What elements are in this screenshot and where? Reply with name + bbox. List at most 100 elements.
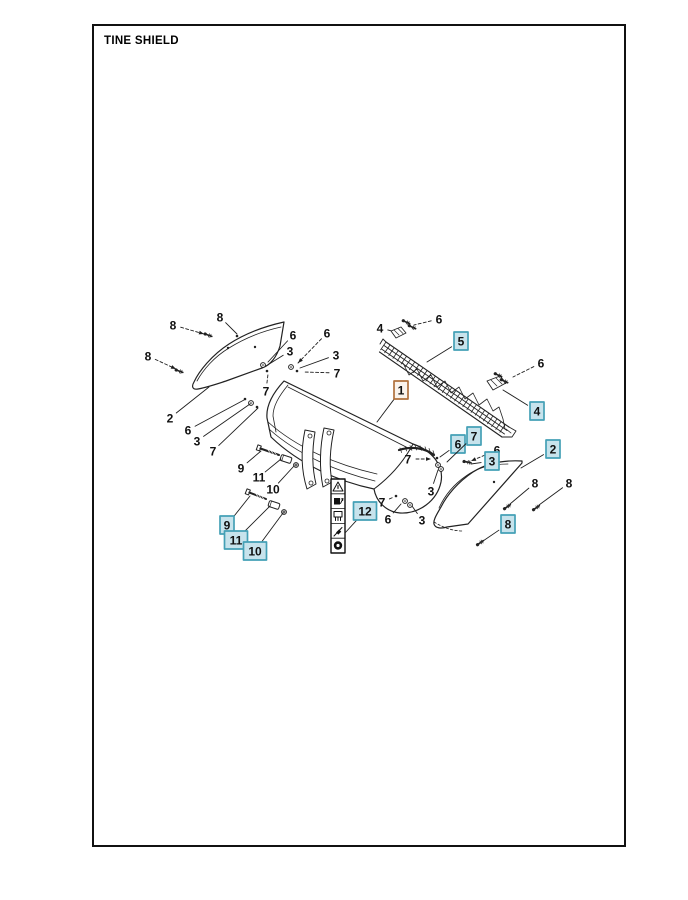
svg-text:6: 6 bbox=[538, 357, 545, 371]
callout-8-box[interactable]: 8 bbox=[482, 514, 516, 542]
left-side-plate-part bbox=[192, 321, 285, 390]
spacer-part-11 bbox=[267, 500, 281, 510]
svg-text:8: 8 bbox=[505, 518, 512, 532]
callout-8: 8 bbox=[217, 311, 238, 335]
fastener-dot bbox=[265, 369, 269, 373]
warning-decal bbox=[330, 478, 346, 554]
callout-7: 7 bbox=[210, 407, 259, 459]
callout-2: 2 bbox=[167, 386, 210, 426]
svg-text:9: 9 bbox=[238, 462, 245, 476]
callout-6: 6 bbox=[413, 313, 443, 327]
bolt-part-9 bbox=[255, 444, 280, 456]
nut-part-3 bbox=[435, 462, 441, 468]
fastener-dot bbox=[255, 405, 259, 409]
mounting-bracket-part bbox=[301, 427, 335, 490]
svg-text:10: 10 bbox=[266, 483, 280, 497]
svg-text:6: 6 bbox=[290, 329, 297, 343]
callout-8: 8 bbox=[509, 477, 539, 505]
screw-part-6 bbox=[493, 372, 503, 379]
callout-8: 8 bbox=[538, 477, 573, 506]
svg-text:2: 2 bbox=[167, 412, 174, 426]
screw-part-6 bbox=[499, 378, 509, 385]
warning-triangle-icon bbox=[332, 481, 344, 492]
callout-2-box[interactable]: 2 bbox=[520, 439, 561, 469]
svg-text:1: 1 bbox=[398, 384, 405, 398]
callout-6: 6 bbox=[267, 329, 297, 363]
callout-4-box[interactable]: 4 bbox=[502, 389, 545, 421]
callout-7: 7 bbox=[303, 367, 341, 381]
screw-part-6 bbox=[462, 459, 472, 465]
svg-text:6: 6 bbox=[436, 313, 443, 327]
callout-11-box[interactable]: 11 bbox=[223, 505, 271, 550]
callout-4: 4 bbox=[377, 322, 393, 336]
fastener-dot bbox=[295, 369, 299, 373]
callout-6-box[interactable]: 6 bbox=[439, 434, 466, 458]
callout-9-box[interactable]: 9 bbox=[219, 495, 251, 535]
callout-10-box[interactable]: 10 bbox=[242, 512, 284, 561]
nut-part-3 bbox=[402, 498, 408, 504]
tine-shield-exploded-diagram: 4656488863637726379111091110112763763763… bbox=[145, 311, 573, 561]
svg-text:7: 7 bbox=[405, 453, 412, 467]
callout-10: 10 bbox=[266, 465, 295, 497]
svg-text:5: 5 bbox=[458, 335, 465, 349]
svg-text:6: 6 bbox=[324, 327, 331, 341]
nut-part-3 bbox=[260, 362, 266, 368]
svg-text:3: 3 bbox=[194, 435, 201, 449]
svg-text:9: 9 bbox=[224, 519, 231, 533]
svg-text:12: 12 bbox=[358, 505, 372, 519]
callout-9: 9 bbox=[238, 450, 262, 476]
washer-part-7 bbox=[438, 466, 444, 472]
bolt-part-8 bbox=[502, 503, 512, 511]
read-manual-icon bbox=[334, 498, 344, 505]
svg-text:8: 8 bbox=[145, 350, 152, 364]
tine-contact-icon bbox=[333, 511, 343, 521]
rotating-parts-icon bbox=[333, 541, 343, 550]
callout-7-box[interactable]: 7 bbox=[446, 426, 482, 463]
fastener-dot bbox=[235, 334, 239, 338]
svg-text:3: 3 bbox=[333, 349, 340, 363]
callout-3: 3 bbox=[265, 345, 294, 367]
callout-3: 3 bbox=[411, 505, 426, 528]
callout-7: 7 bbox=[263, 373, 270, 399]
bolt-part-8 bbox=[475, 539, 485, 547]
svg-text:4: 4 bbox=[534, 405, 541, 419]
callout-7: 7 bbox=[405, 453, 432, 467]
svg-text:11: 11 bbox=[253, 471, 266, 485]
page-title: TINE SHIELD bbox=[104, 35, 179, 47]
svg-text:7: 7 bbox=[263, 385, 270, 399]
svg-text:8: 8 bbox=[566, 477, 573, 491]
callout-3: 3 bbox=[299, 349, 340, 369]
manual-page: TINE SHIELD bbox=[92, 24, 626, 847]
svg-text:10: 10 bbox=[248, 545, 262, 559]
fastener-dot bbox=[394, 494, 398, 498]
svg-text:7: 7 bbox=[379, 496, 386, 510]
callout-5-box[interactable]: 5 bbox=[426, 331, 469, 363]
svg-text:8: 8 bbox=[217, 311, 224, 325]
callout-8: 8 bbox=[170, 319, 205, 335]
callout-1-box[interactable]: 1 bbox=[376, 380, 409, 423]
callout-7: 7 bbox=[379, 496, 395, 510]
bolt-part-8 bbox=[531, 504, 541, 512]
serrated-guard-part bbox=[378, 338, 517, 438]
svg-text:8: 8 bbox=[170, 319, 177, 333]
callout-11: 11 bbox=[253, 458, 282, 485]
callout-3: 3 bbox=[428, 469, 439, 499]
svg-text:6: 6 bbox=[494, 444, 501, 458]
callout-3-box[interactable]: 3 bbox=[470, 451, 500, 471]
washer-part-7 bbox=[407, 502, 413, 508]
svg-text:3: 3 bbox=[489, 455, 496, 469]
callout-6: 6 bbox=[297, 327, 331, 364]
spacer-part-11 bbox=[279, 454, 293, 464]
svg-text:4: 4 bbox=[377, 322, 384, 336]
fastener-dot bbox=[243, 397, 247, 401]
svg-text:3: 3 bbox=[419, 514, 426, 528]
nut-part-10 bbox=[293, 462, 299, 468]
nut-part-3 bbox=[288, 364, 294, 370]
callout-12-box[interactable]: 12 bbox=[344, 501, 378, 534]
callout-8: 8 bbox=[145, 350, 177, 370]
svg-text:11: 11 bbox=[230, 534, 243, 548]
screw-part-6 bbox=[401, 319, 411, 326]
svg-text:6: 6 bbox=[455, 438, 462, 452]
svg-text:6: 6 bbox=[385, 513, 392, 527]
svg-text:3: 3 bbox=[428, 485, 435, 499]
